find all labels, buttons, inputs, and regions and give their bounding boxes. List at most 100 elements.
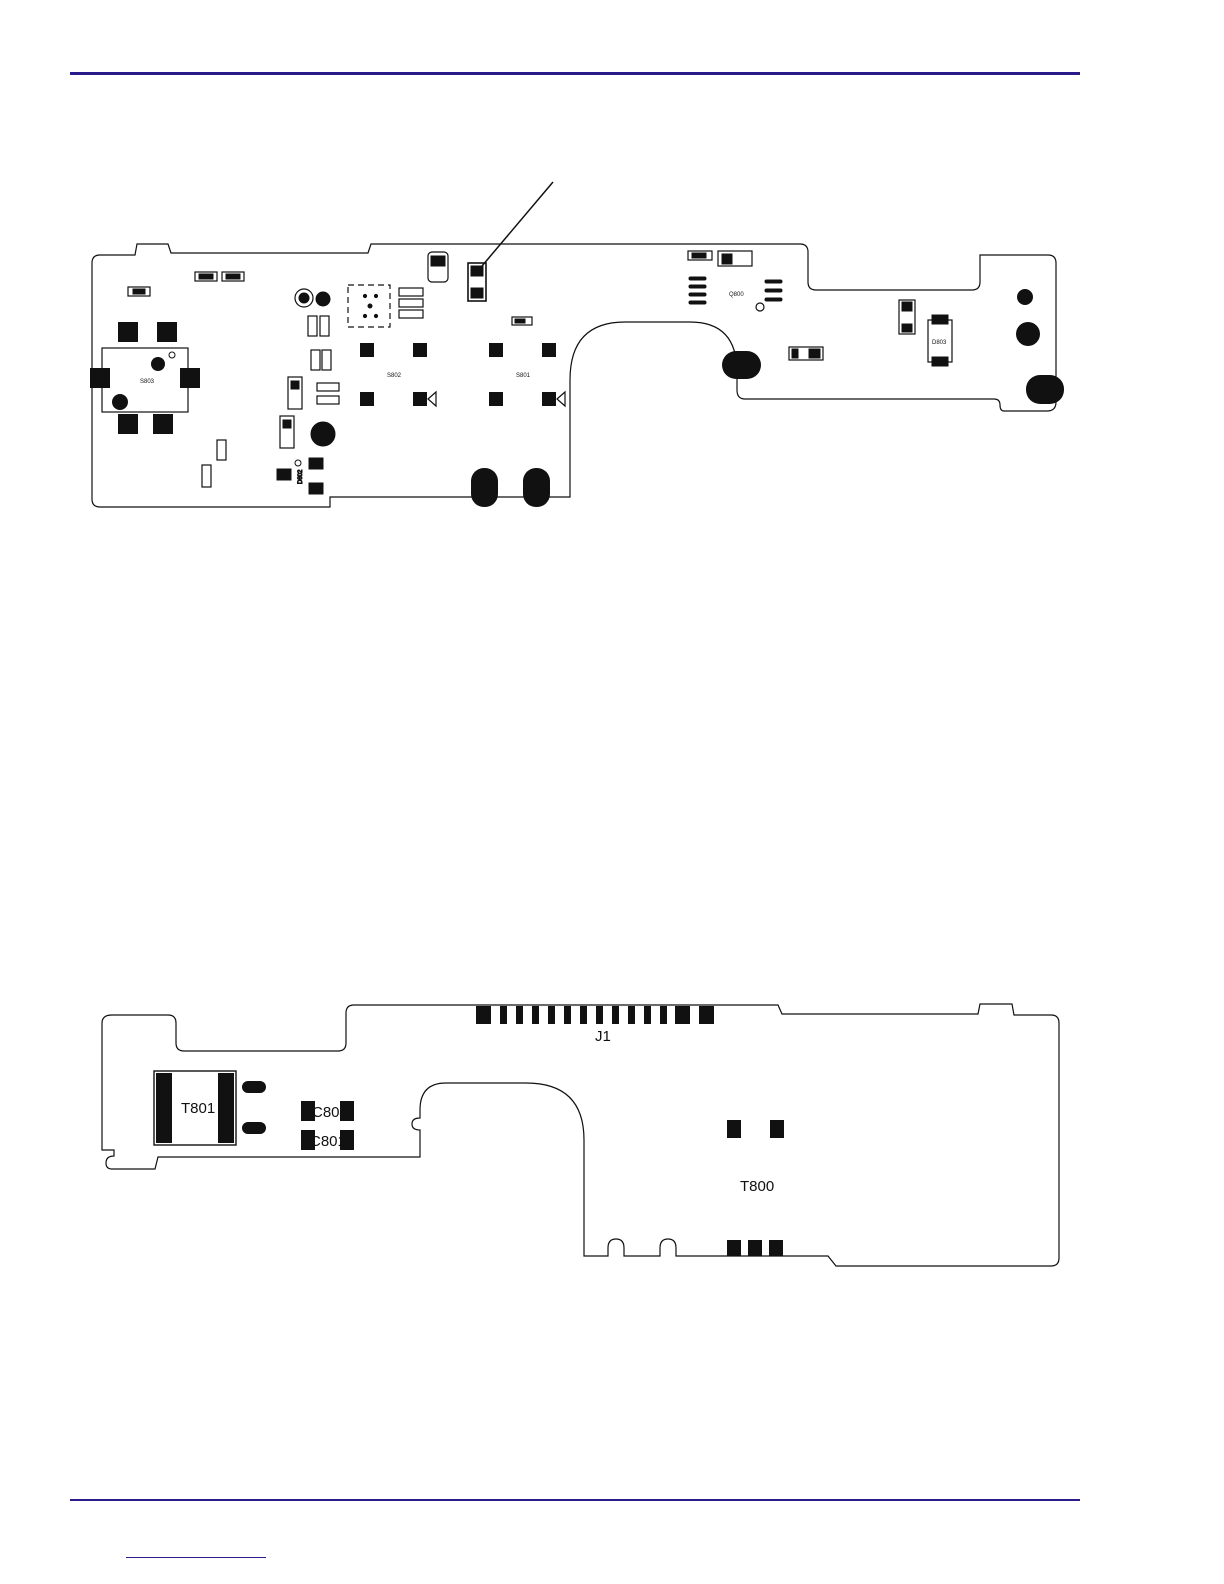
diode-d802-pad bbox=[309, 458, 323, 469]
j1-pin bbox=[612, 1006, 619, 1024]
smd-resistor-fill bbox=[792, 349, 798, 358]
top-board-outline bbox=[92, 244, 1056, 507]
pad bbox=[489, 392, 503, 406]
via bbox=[311, 422, 335, 446]
smd-resistor bbox=[399, 299, 423, 307]
smd-resistor-fill bbox=[809, 349, 820, 358]
label-d802: D802 bbox=[298, 469, 304, 484]
connector-j1: J1 bbox=[476, 1006, 714, 1045]
diode-d802-pad bbox=[309, 483, 323, 494]
label-s803: S803 bbox=[140, 379, 155, 385]
bottom-board-outline bbox=[102, 1004, 1059, 1266]
smd-cap bbox=[320, 316, 329, 336]
smd-cap-tall-fill bbox=[283, 420, 291, 428]
oval-pad bbox=[722, 351, 761, 379]
label-t801: T801 bbox=[181, 1100, 215, 1117]
pad bbox=[489, 343, 503, 357]
pad bbox=[360, 343, 374, 357]
smd-resistor bbox=[399, 288, 423, 296]
bottom-board bbox=[102, 1004, 1059, 1266]
j1-pad-large bbox=[675, 1006, 690, 1024]
top-board bbox=[92, 182, 1056, 507]
pad bbox=[727, 1240, 741, 1256]
footer-link-underline[interactable] bbox=[126, 1557, 266, 1558]
pad bbox=[413, 392, 427, 406]
switch-s802: S802 bbox=[360, 343, 436, 406]
lead bbox=[765, 298, 782, 301]
ic-dot bbox=[363, 314, 366, 317]
oval-pad bbox=[242, 1122, 266, 1134]
ic-dot bbox=[368, 304, 372, 308]
j1-pin bbox=[580, 1006, 587, 1024]
j1-pad-large bbox=[699, 1006, 714, 1024]
pad bbox=[90, 368, 110, 388]
via bbox=[1016, 322, 1040, 346]
label-j1: J1 bbox=[595, 1028, 611, 1045]
lead bbox=[689, 293, 706, 296]
smd-cap bbox=[311, 350, 320, 370]
lead bbox=[689, 301, 706, 304]
smd-resistor bbox=[399, 310, 423, 318]
pad bbox=[413, 343, 427, 357]
smd-cap bbox=[317, 396, 339, 404]
pad bbox=[542, 343, 556, 357]
via bbox=[316, 292, 330, 306]
mount-hole bbox=[112, 394, 128, 410]
label-c801: C801 bbox=[310, 1133, 346, 1150]
smd-cap-tall-fill bbox=[291, 381, 299, 389]
pad bbox=[118, 414, 138, 434]
smd-resistor-fill bbox=[692, 253, 706, 258]
mount-hole bbox=[151, 357, 165, 371]
smd-cap bbox=[217, 440, 226, 460]
smd-resistor-fill bbox=[199, 274, 213, 279]
lead bbox=[765, 289, 782, 292]
pad bbox=[542, 392, 556, 406]
smd-resistor-fill bbox=[722, 254, 732, 264]
j1-pin bbox=[548, 1006, 555, 1024]
label-s801: S801 bbox=[516, 373, 531, 379]
label-q800: Q800 bbox=[729, 292, 744, 298]
annotated-component-pad bbox=[471, 288, 483, 298]
pad bbox=[118, 322, 138, 342]
transistor-q800: Q800 bbox=[688, 251, 823, 360]
pad bbox=[153, 414, 173, 434]
smd-cap-fill bbox=[902, 302, 912, 311]
pad bbox=[360, 392, 374, 406]
j1-pin bbox=[516, 1006, 523, 1024]
annotated-component-pad bbox=[471, 266, 483, 276]
transformer-t800: T800 bbox=[727, 1120, 784, 1256]
j1-pin bbox=[564, 1006, 571, 1024]
ic-dot bbox=[374, 294, 377, 297]
transformer-t801: T801 bbox=[154, 1071, 266, 1145]
label-d803: D803 bbox=[932, 340, 947, 346]
smd-cap bbox=[317, 383, 339, 391]
lead bbox=[689, 285, 706, 288]
pin1-marker bbox=[295, 460, 301, 466]
smd-cap bbox=[202, 465, 211, 487]
smd-cap-fill bbox=[902, 324, 912, 332]
pad bbox=[180, 368, 200, 388]
oval-pad bbox=[471, 468, 498, 507]
via bbox=[1017, 289, 1033, 305]
electrolytic-cap-fill bbox=[431, 256, 445, 266]
smd-resistor-fill bbox=[515, 319, 525, 323]
arrow-marker bbox=[557, 392, 565, 406]
oval-pad bbox=[242, 1081, 266, 1093]
smd-resistor-fill bbox=[226, 274, 240, 279]
pad bbox=[769, 1240, 783, 1256]
footer-rule bbox=[70, 1499, 1080, 1501]
pin1-marker bbox=[756, 303, 764, 311]
smd-cap bbox=[322, 350, 331, 370]
switch-s801: S801 bbox=[489, 343, 565, 406]
j1-pin bbox=[628, 1006, 635, 1024]
t801-winding-right bbox=[218, 1073, 234, 1143]
oval-pad bbox=[523, 468, 550, 507]
test-point-tp804-fill bbox=[299, 293, 309, 303]
label-t800: T800 bbox=[740, 1178, 774, 1195]
label-c804: C804 bbox=[312, 1104, 348, 1121]
smd-resistor-fill bbox=[133, 289, 145, 294]
diode-d803-pad bbox=[932, 357, 948, 366]
j1-pin bbox=[644, 1006, 651, 1024]
oval-pads-top bbox=[471, 289, 1064, 507]
